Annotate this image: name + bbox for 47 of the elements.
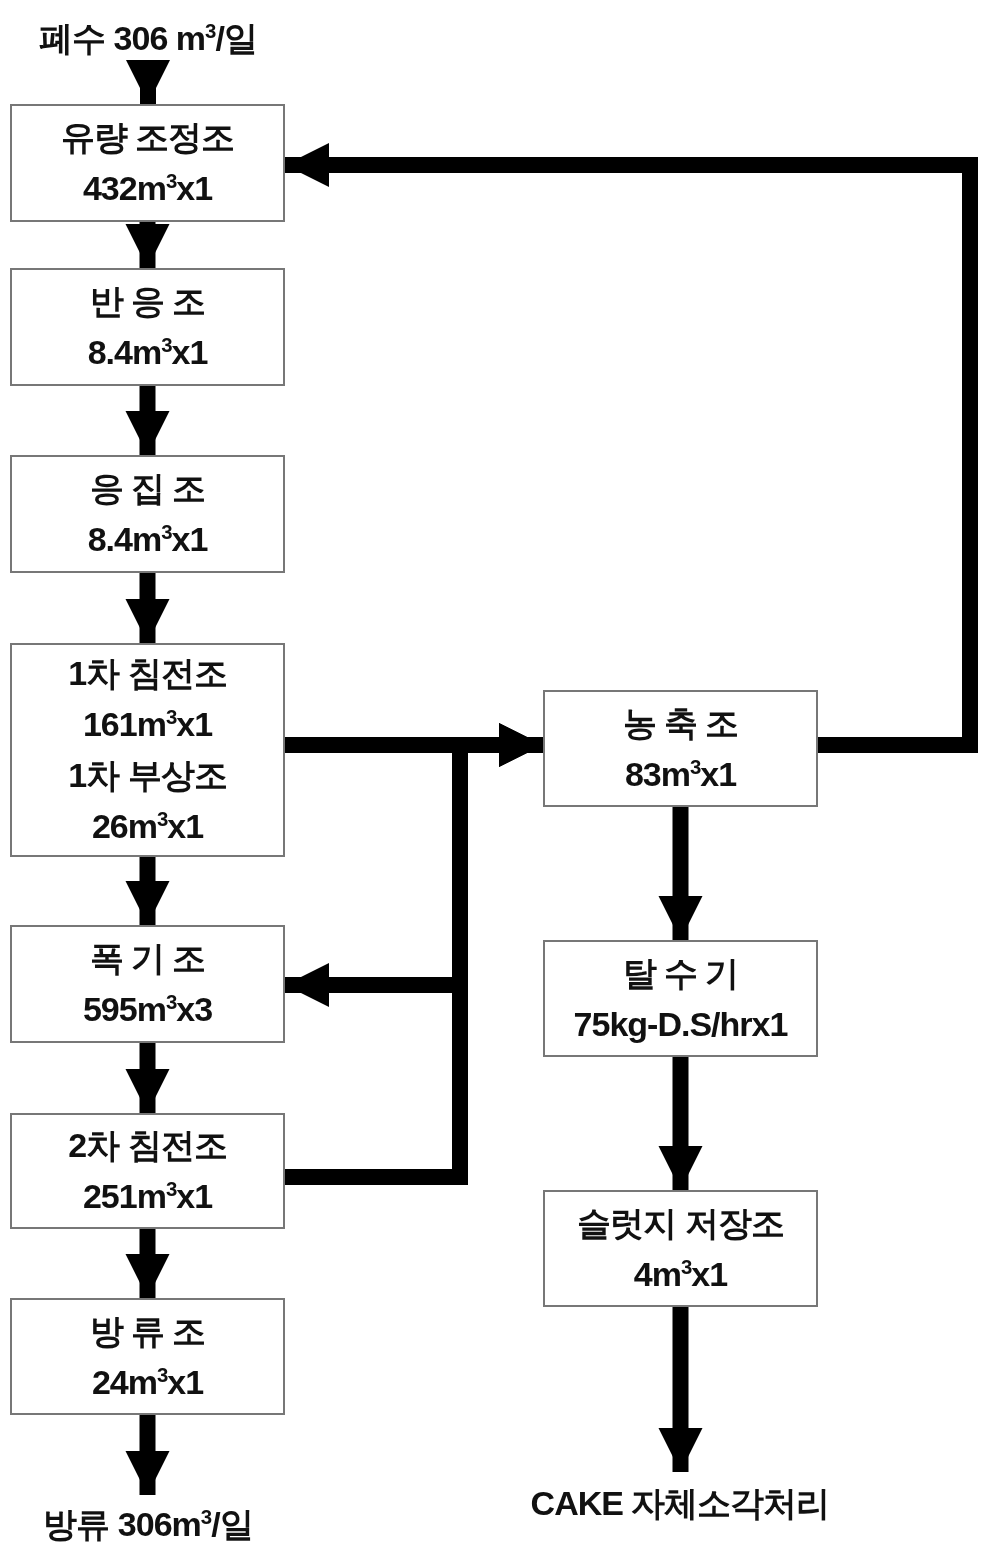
capacity-label: 4m$^{3}$x1 [633, 1253, 728, 1295]
capacity-label: 161m$^{3}$x1 [82, 704, 213, 745]
tank-name: 유량 조정조 [60, 117, 235, 158]
process-box [10, 643, 285, 857]
capacity-label: 432m$^{3}$x1 [82, 168, 213, 209]
arrow [285, 143, 978, 753]
process-box [543, 1190, 818, 1307]
process-box [543, 690, 818, 807]
flow-label: 방류 306m$^{3}$/일 [43, 1503, 253, 1545]
process-box [10, 104, 285, 222]
tank-name: 농 축 조 [622, 702, 739, 744]
capacity-label: 8.4m$^{3}$x1 [87, 519, 208, 560]
flow-label: CAKE 자체소각처리 [530, 1482, 830, 1524]
arrow [658, 1307, 703, 1472]
arrow [125, 857, 170, 925]
tank-name: 2차 침전조 [68, 1125, 227, 1166]
arrow [126, 60, 170, 104]
tank-name: 1차 부상조 [68, 755, 227, 796]
arrow [125, 1043, 170, 1113]
process-box [10, 1113, 285, 1229]
capacity-label: 595m$^{3}$x3 [82, 989, 213, 1030]
tank-name: 탈 수 기 [622, 952, 739, 994]
arrow [125, 1415, 170, 1495]
flow-label: 폐수 306 m$^{3}$/일 [39, 17, 257, 59]
process-box [10, 455, 285, 573]
capacity-label: 251m$^{3}$x1 [82, 1176, 213, 1217]
arrow [658, 807, 703, 940]
arrow [125, 1229, 170, 1298]
arrow [125, 573, 170, 643]
capacity-label: 8.4m$^{3}$x1 [87, 332, 208, 373]
tank-name: 방 류 조 [89, 1310, 206, 1352]
process-box [10, 925, 285, 1043]
capacity-label: 26m$^{3}$x1 [91, 806, 204, 847]
capacity-label: 24m$^{3}$x1 [91, 1361, 204, 1403]
arrow [125, 386, 170, 455]
tank-name: 1차 침전조 [68, 653, 227, 694]
capacity-label: 75kg-D.S/hrx1 [573, 1003, 788, 1045]
arrow [125, 222, 170, 268]
arrow [658, 1057, 703, 1190]
tank-name: 슬럿지 저장조 [577, 1202, 784, 1244]
process-box [10, 1298, 285, 1415]
tank-name: 응 집 조 [89, 468, 206, 509]
tank-name: 반 응 조 [89, 281, 206, 322]
process-box [543, 940, 818, 1057]
capacity-label: 83m$^{3}$x1 [624, 753, 737, 795]
process-box [10, 268, 285, 386]
tank-name: 폭 기 조 [89, 938, 206, 979]
